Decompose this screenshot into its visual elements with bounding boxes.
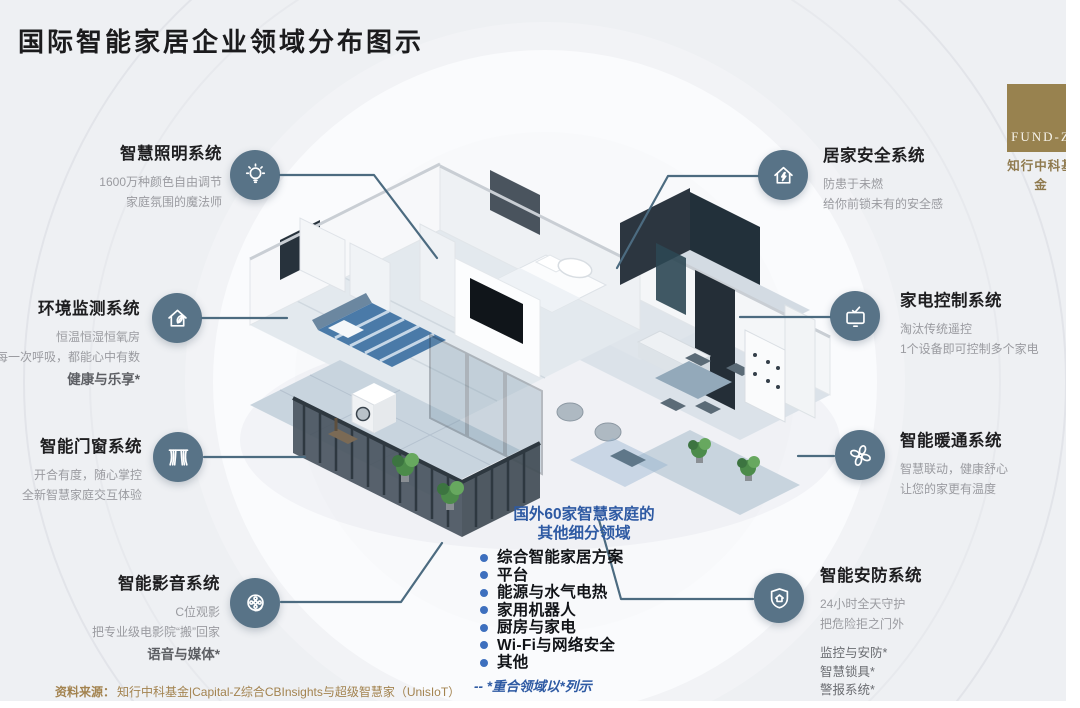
system-panel-appliance: 家电控制系统 淘汰传统遥控 1个设备即可控制多个家电 [900, 287, 1075, 360]
system-title: 智能安防系统 [820, 567, 922, 585]
bullet-icon [480, 658, 488, 667]
slide-bottom-margin [0, 701, 1080, 708]
security-node [754, 573, 804, 623]
bullet-icon [480, 641, 488, 650]
list-item-label: Wi-Fi与网络安全 [497, 636, 616, 654]
system-desc-line: 防患于未燃 [823, 177, 884, 191]
bullet-icon [480, 571, 488, 580]
safety-node [758, 150, 808, 200]
house-leaf-icon [167, 309, 187, 327]
list-item-label: 其他 [497, 654, 529, 672]
house-illustration [240, 162, 840, 550]
system-title: 家电控制系统 [900, 292, 1002, 310]
system-desc-line: 24小时全天守护 [820, 597, 906, 611]
source-text: 知行中科基金|Capital-Z综合CBInsights与超级智慧家（UnisI… [117, 685, 461, 699]
source-label: 资料来源： [55, 685, 116, 699]
logo-subtitle: 知行中科基金 [1007, 159, 1075, 192]
system-desc-line: 恒温恒湿恒氧房 [55, 330, 140, 344]
list-item: 平台 [480, 567, 694, 585]
bullet-icon [480, 623, 488, 632]
house-lightning-icon [773, 166, 793, 184]
system-desc-line: 把危险拒之门外 [820, 617, 905, 632]
system-panel-environment: 环境监测系统 恒温恒湿恒氧房 让每一次呼吸，都能心中有数 健康与乐享* [0, 295, 140, 391]
system-title: 居家安全系统 [823, 147, 925, 165]
system-title: 智能门窗系统 [40, 438, 142, 456]
source-line: 资料来源：知行中科基金|Capital-Z综合CBInsights与超级智慧家（… [55, 683, 460, 700]
system-panel-door-window: 智能门窗系统 开合有度，随心掌控 全新智慧家庭交互体验 [0, 433, 142, 506]
door-window-node [153, 432, 203, 482]
appliance-node [830, 291, 880, 341]
system-desc-line: 全新智慧家庭交互体验 [21, 488, 142, 503]
slide-right-margin [1066, 0, 1080, 708]
list-items: 综合智能家居方案 平台 能源与水气电热 家用机器人 厨房与家电 Wi-Fi与网络… [480, 549, 694, 672]
system-desc-line: 家庭氛围的魔法师 [125, 195, 222, 210]
system-sub-item: 警报系统* [820, 683, 875, 698]
system-desc-line: 把专业级电影院“搬”回家 [92, 625, 220, 640]
list-item: 综合智能家居方案 [480, 549, 694, 567]
system-panel-security: 智能安防系统 24小时全天守护 把危险拒之门外 监控与安防* 智慧锁具* 警报系… [820, 562, 1060, 700]
system-desc-line: 淘汰传统遥控 [900, 322, 973, 336]
bullet-icon [480, 588, 488, 597]
list-item: 其他 [480, 654, 694, 672]
system-desc-line: 智慧联动，健康舒心 [900, 462, 1009, 476]
fan-icon [849, 444, 871, 466]
right-balcony-plants [688, 438, 760, 481]
list-item: 家用机器人 [480, 602, 694, 620]
hvac-node [835, 430, 885, 480]
list-item-label: 能源与水气电热 [497, 584, 608, 602]
system-sub-item: 监控与安防* [820, 645, 888, 660]
list-item: 厨房与家电 [480, 619, 694, 637]
list-item: Wi-Fi与网络安全 [480, 637, 694, 655]
list-footnote: -- *重合领域以*列示 [474, 678, 592, 694]
washing-machine [351, 383, 396, 434]
system-panel-hvac: 智能暖通系统 智慧联动，健康舒心 让您的家更有温度 [900, 427, 1075, 500]
system-title: 智能暖通系统 [900, 432, 1002, 450]
lightbulb-icon [245, 162, 265, 183]
list-item-label: 平台 [497, 566, 529, 584]
page-title: 国际智能家居企业领域分布图示 [18, 27, 425, 57]
system-desc-line: 1600万种颜色自由调节 [99, 175, 222, 189]
bullet-icon [480, 606, 488, 615]
lighting-node [230, 150, 280, 200]
system-panel-lighting: 智慧照明系统 1600万种颜色自由调节 家庭氛围的魔法师 [0, 140, 222, 213]
system-desc-line: 让每一次呼吸，都能心中有数 [0, 350, 140, 365]
system-title: 智能影音系统 [118, 575, 220, 593]
system-desc-line: 1个设备即可控制多个家电 [900, 342, 1039, 357]
system-title: 智慧照明系统 [120, 145, 222, 163]
system-desc-line: 让您的家更有温度 [900, 482, 997, 497]
list-heading-line2: 其他细分领域 [537, 524, 631, 542]
system-desc-line: 给你前锁未有的安全感 [823, 197, 944, 212]
av-node [230, 578, 280, 628]
list-item-label: 厨房与家电 [497, 619, 577, 637]
logo-text: FUND-Z [1011, 129, 1071, 144]
system-desc-line: C位观影 [175, 605, 220, 619]
system-desc-line: 健康与乐享* [67, 371, 140, 387]
system-panel-safety: 居家安全系统 防患于未燃 给你前锁未有的安全感 [823, 142, 1063, 215]
system-desc-line: 开合有度，随心掌控 [33, 468, 142, 482]
living-room [419, 223, 668, 487]
list-item-label: 综合智能家居方案 [497, 549, 624, 567]
tv-check-icon [845, 305, 865, 327]
system-panel-av: 智能影音系统 C位观影 把专业级电影院“搬”回家 语音与媒体* [0, 570, 220, 666]
glass-doors [429, 333, 543, 476]
balcony-plants [328, 418, 464, 510]
list-item-label: 家用机器人 [497, 601, 577, 619]
list-item: 能源与水气电热 [480, 584, 694, 602]
fund-z-logo: FUND-Z [1007, 84, 1075, 152]
system-desc-line: 语音与媒体* [147, 646, 220, 662]
bullet-icon [480, 553, 488, 562]
system-sub-list: 监控与安防* 智慧锁具* 警报系统* [820, 644, 1060, 700]
shelf-unit [744, 329, 786, 423]
environment-node [152, 293, 202, 343]
other-segments-list: 国外60家智慧家庭的 其他细分领域 综合智能家居方案 平台 能源与水气电热 家用… [474, 506, 694, 695]
system-title: 环境监测系统 [38, 300, 140, 318]
curtains-icon [168, 448, 188, 466]
list-heading-line1: 国外60家智慧家庭的 [513, 506, 655, 523]
system-sub-item: 智慧锁具* [820, 664, 875, 679]
film-reel-icon [246, 593, 264, 611]
shield-house-icon [770, 587, 788, 609]
